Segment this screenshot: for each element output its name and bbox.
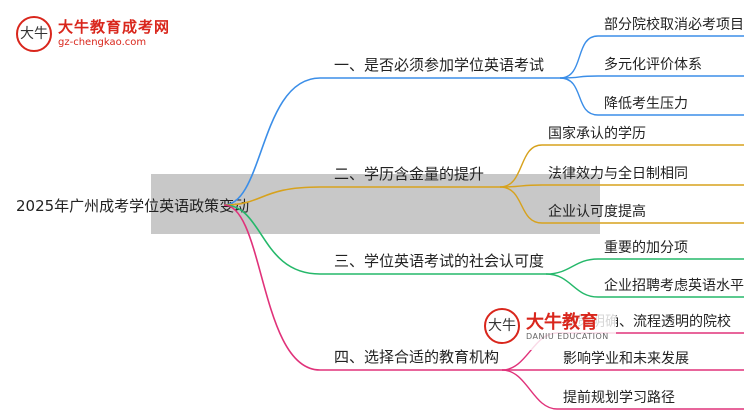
logo-name: 大牛教育成考网 bbox=[58, 18, 171, 36]
root-node: 2025年广州成考学位英语政策变动 bbox=[16, 197, 249, 215]
leaf-connector-3-1 bbox=[545, 258, 744, 275]
leaf-node-2-1: 国家承认的学历 bbox=[548, 125, 646, 142]
leaf-connector-1-1 bbox=[559, 35, 744, 79]
leaf-connector-2-3 bbox=[499, 186, 744, 224]
leaf-node-1-3: 降低考生压力 bbox=[604, 96, 688, 112]
branch-connector-1 bbox=[223, 77, 560, 206]
branch-node-2: 二、学历含金量的提升 bbox=[334, 165, 484, 183]
leaf-connector-2-1 bbox=[499, 144, 744, 188]
leaf-node-1-2: 多元化评价体系 bbox=[604, 56, 702, 73]
leaf-connector-1-3 bbox=[559, 77, 744, 116]
leaf-connector-3-2 bbox=[545, 273, 744, 298]
leaf-connector-2-2 bbox=[499, 184, 744, 188]
branch-connector-2 bbox=[223, 186, 500, 206]
leaf-node-2-2: 法律效力与全日制相同 bbox=[548, 165, 688, 182]
logo-badge-icon: 大牛 bbox=[16, 16, 52, 52]
branch-connector-4 bbox=[223, 204, 502, 371]
watermark-badge-icon: 大牛 bbox=[484, 308, 520, 344]
watermark-logo: 大牛 大牛教育 DANIU EDUCATION bbox=[484, 304, 616, 350]
leaf-node-4-2: 影响学业和未来发展 bbox=[563, 351, 689, 367]
branch-node-3: 三、学位英语考试的社会认可度 bbox=[334, 252, 544, 270]
branch-node-1: 一、是否必须参加学位英语考试 bbox=[334, 56, 544, 74]
leaf-node-1-1: 部分院校取消必考项目 bbox=[604, 16, 744, 33]
leaf-node-3-2: 企业招聘考虑英语水平 bbox=[604, 277, 744, 294]
branch-node-4: 四、选择合适的教育机构 bbox=[334, 348, 499, 366]
leaf-connector-4-3 bbox=[501, 369, 744, 410]
branch-connector-3 bbox=[223, 204, 546, 275]
watermark-name: 大牛教育 bbox=[526, 312, 598, 333]
site-logo: 大牛 大牛教育成考网 gz-chengkao.com bbox=[16, 14, 169, 56]
leaf-node-3-1: 重要的加分项 bbox=[604, 240, 688, 256]
watermark-sub: DANIU EDUCATION bbox=[526, 332, 609, 341]
leaf-node-2-3: 企业认可度提高 bbox=[548, 203, 646, 220]
leaf-node-4-3: 提前规划学习路径 bbox=[563, 389, 675, 406]
leaf-connector-1-2 bbox=[559, 75, 744, 79]
logo-url: gz-chengkao.com bbox=[58, 37, 147, 48]
highlight-band bbox=[151, 174, 600, 234]
